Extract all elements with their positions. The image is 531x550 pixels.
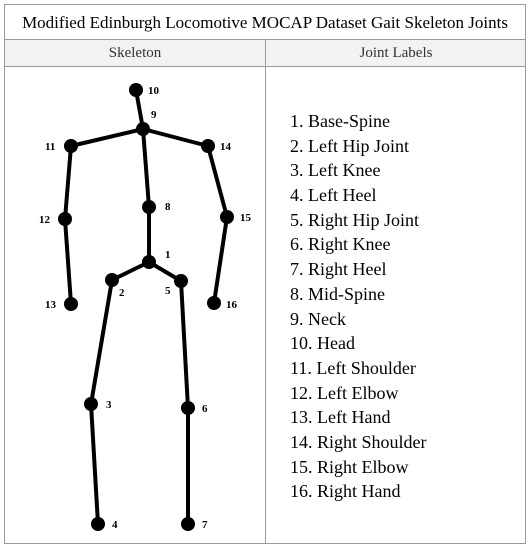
joint-number-label: 1 — [165, 249, 171, 261]
joint-3 — [84, 397, 98, 411]
joint-8 — [142, 200, 156, 214]
bone-9-14 — [141, 127, 210, 148]
bone-3-4 — [89, 402, 100, 526]
skeleton-column-header: Skeleton — [108, 45, 162, 61]
joint-number-label: 11 — [45, 141, 55, 153]
bone-5-6 — [179, 279, 190, 410]
joint-number-label: 4 — [112, 519, 118, 531]
joint-label-item: 13. Left Hand — [290, 407, 391, 428]
joint-15 — [220, 210, 234, 224]
joint-13 — [64, 297, 78, 311]
joint-label-item: 10. Head — [290, 333, 355, 354]
bones-group — [63, 88, 229, 526]
joint-number-label: 16 — [226, 299, 238, 311]
joint-number-label: 15 — [240, 212, 252, 224]
joint-6 — [181, 401, 195, 415]
joint-number-label: 6 — [202, 403, 208, 415]
joint-label-item: 14. Right Shoulder — [290, 431, 427, 452]
bone-14-15 — [206, 144, 229, 219]
joint-label-item: 3. Left Knee — [290, 160, 381, 181]
joint-label-item: 4. Left Heel — [290, 185, 377, 206]
joint-label-item: 16. Right Hand — [290, 481, 401, 502]
joint-number-label: 13 — [45, 299, 57, 311]
joint-label-item: 11. Left Shoulder — [290, 357, 416, 378]
joint-12 — [58, 212, 72, 226]
joint-14 — [201, 139, 215, 153]
joint-label-item: 9. Neck — [290, 308, 346, 329]
joint-label-item: 12. Left Elbow — [290, 382, 399, 403]
joint-labels-list: 1. Base-Spine 2. Left Hip Joint 3. Left Kn… — [290, 109, 427, 504]
joint-number-label: 10 — [148, 85, 160, 97]
joint-number-label: 2 — [119, 287, 125, 299]
joint-1 — [142, 255, 156, 269]
joint-16 — [207, 296, 221, 310]
column-divider — [265, 40, 266, 544]
joint-5 — [174, 274, 188, 288]
labels-column-header: Joint Labels — [359, 45, 433, 61]
figure-title: Modified Edinburgh Locomotive MOCAP Data… — [5, 5, 525, 40]
joint-10 — [129, 83, 143, 97]
joint-number-label: 7 — [202, 519, 208, 531]
joints-group — [58, 83, 234, 531]
joint-11 — [64, 139, 78, 153]
joint-number-label: 14 — [220, 141, 232, 153]
figure-frame: Modified Edinburgh Locomotive MOCAP Data… — [4, 4, 526, 544]
bone-11-12 — [63, 144, 73, 221]
bone-15-16 — [212, 215, 229, 305]
joint-number-label: 9 — [151, 109, 157, 121]
joint-label-item: 15. Right Elbow — [290, 456, 409, 477]
joint-label-item: 7. Right Heel — [290, 259, 387, 280]
bone-2-3 — [89, 278, 114, 406]
joint-7 — [181, 517, 195, 531]
joint-label-item: 6. Right Knee — [290, 234, 391, 255]
joint-9 — [136, 122, 150, 136]
joint-2 — [105, 273, 119, 287]
joint-number-label: 12 — [39, 214, 51, 226]
joint-number-label: 5 — [165, 285, 171, 297]
bone-12-13 — [63, 217, 73, 306]
joint-label-item: 1. Base-Spine — [290, 111, 390, 131]
joint-label-item: 2. Left Hip Joint — [290, 135, 409, 156]
bone-9-11 — [69, 127, 145, 148]
bone-9-8 — [141, 127, 151, 209]
joint-number-label: 8 — [165, 201, 171, 213]
joint-4 — [91, 517, 105, 531]
joint-label-item: 5. Right Hip Joint — [290, 209, 420, 230]
joint-label-item: 8. Mid-Spine — [290, 283, 386, 304]
joint-number-label: 3 — [106, 399, 112, 411]
